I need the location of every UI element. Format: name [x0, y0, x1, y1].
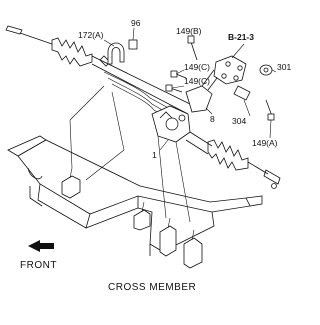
- leader-lines: [103, 27, 277, 151]
- callout-149c-lower: 149(C): [184, 76, 210, 86]
- guide-lines: [69, 85, 191, 223]
- front-label: FRONT: [20, 260, 57, 271]
- diagram-canvas: 96 172(A) 149(B) B-21-3 149(C) 149(C) 30…: [5, 18, 291, 293]
- cross-member-label: CROSS MEMBER: [108, 282, 196, 293]
- clamp-bracket: [107, 39, 138, 65]
- callout-149b: 149(B): [176, 26, 202, 36]
- cross-member: [7, 135, 263, 269]
- callout-149c-upper: 149(C): [184, 62, 210, 72]
- callout-301: 301: [277, 62, 291, 72]
- callout-96: 96: [131, 18, 141, 28]
- callout-304: 304: [232, 116, 246, 126]
- callout-149a: 149(A): [252, 138, 278, 148]
- callout-8: 8: [210, 114, 215, 124]
- reference-b-21-3: B-21-3: [228, 32, 254, 42]
- steering-rack: [5, 25, 281, 189]
- front-arrow-icon: [28, 240, 54, 252]
- callout-1: 1: [152, 150, 157, 160]
- bolts: [165, 35, 275, 121]
- callout-172a: 172(A): [78, 30, 104, 40]
- parts-diagram: 96 172(A) 149(B) B-21-3 149(C) 149(C) 30…: [5, 18, 291, 293]
